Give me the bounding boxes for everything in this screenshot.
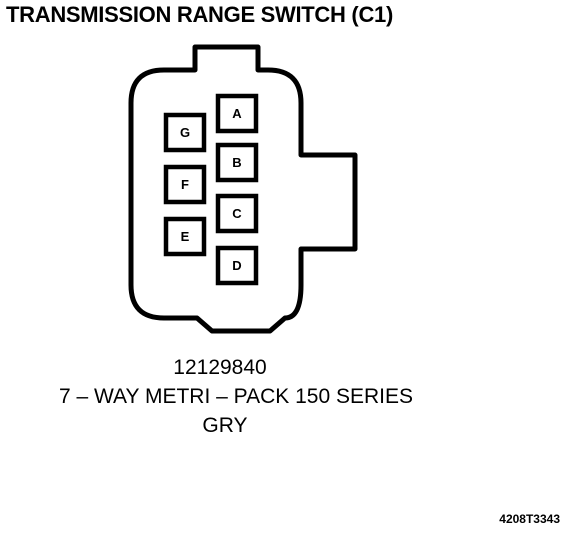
pin-d-label: D [232,258,241,273]
pin-g: G [163,112,207,153]
connector-color: GRY [202,414,248,437]
pin-a: A [215,93,259,134]
part-number: 12129840 [173,356,267,379]
pin-c-label: C [232,206,242,221]
pin-b-label: B [232,155,241,170]
diagram-title: TRANSMISSION RANGE SWITCH (C1) [6,2,394,27]
pin-c: C [215,193,259,234]
figure-id: 4208T3343 [499,512,560,526]
connector-description: 7 – WAY METRI – PACK 150 SERIES [58,385,414,408]
pin-b: B [215,142,259,183]
pin-e-label: E [181,229,190,244]
pin-f-label: F [181,177,189,192]
pin-a-label: A [232,106,242,121]
pin-d: D [215,245,259,286]
pin-e: E [163,216,207,257]
pin-f: F [163,164,207,205]
pin-g-label: G [180,125,190,140]
